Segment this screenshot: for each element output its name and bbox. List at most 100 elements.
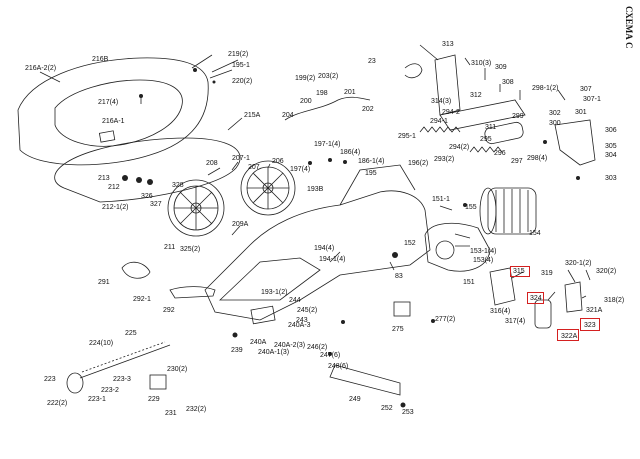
label-240A-2: 240A-2(3) (274, 342, 306, 349)
label-224: 224(10) (89, 340, 114, 347)
cylinder-322A (534, 299, 552, 329)
label-310: 310(3) (471, 60, 492, 67)
label-320: 320(2) (596, 268, 617, 275)
label-252: 252 (381, 405, 393, 412)
label-230: 230(2) (167, 366, 188, 373)
label-229: 229 (148, 396, 160, 403)
cable-204 (284, 96, 371, 121)
label-152: 152 (404, 240, 416, 247)
label-216B: 216B (92, 56, 109, 63)
label-219: 219(2) (228, 51, 249, 58)
label-223: 223 (44, 376, 56, 383)
label-212-1: 212-1(2) (102, 204, 129, 211)
label-294-2: 294-2 (442, 109, 460, 116)
label-239: 239 (231, 347, 243, 354)
label-247: 247(6) (320, 352, 341, 359)
label-246: 246(2) (307, 344, 328, 351)
plate-244 (250, 305, 276, 325)
label-298-1: 298-1(2) (532, 85, 559, 92)
highlight-box-323 (580, 318, 600, 331)
highlight-box-324 (527, 292, 544, 304)
label-245: 245(2) (297, 307, 318, 314)
plate-275 (393, 301, 411, 317)
frame-193B (204, 190, 431, 321)
label-151-1: 151-1 (432, 196, 450, 203)
label-23: 23 (368, 58, 376, 65)
label-327: 327 (150, 201, 162, 208)
schema-title: СХЕМА С (624, 6, 634, 49)
label-294: 294(2) (449, 144, 470, 151)
label-291: 291 (98, 279, 110, 286)
label-318: 318(2) (604, 297, 625, 304)
label-303: 303 (605, 175, 617, 182)
label-186: 186(4) (340, 149, 361, 156)
label-153-1: 153-1(4) (470, 248, 497, 255)
label-216A-1: 216A-1 (102, 118, 125, 125)
label-320-1: 320-1(2) (565, 260, 592, 267)
label-211: 211 (164, 244, 176, 251)
bracket-313 (434, 54, 461, 116)
label-296: 296 (494, 150, 506, 157)
label-155: 155 (465, 204, 477, 211)
gearbox-151 (424, 222, 491, 272)
knob-223 (66, 372, 84, 394)
label-198: 198 (316, 90, 328, 97)
window-216A-1 (98, 130, 116, 143)
label-194-1: 194-1(4) (319, 256, 346, 263)
label-322A: 322A (561, 333, 578, 340)
spring-295-1 (419, 126, 461, 133)
bolt-292 (169, 286, 216, 299)
label-243: 243 (296, 317, 308, 324)
label-319: 319 (541, 270, 553, 277)
label-298: 298(4) (527, 155, 548, 162)
label-244: 244 (289, 297, 301, 304)
label-312: 312 (470, 92, 482, 99)
label-304: 304 (605, 152, 617, 159)
label-301: 301 (575, 109, 587, 116)
label-217: 217(4) (98, 99, 119, 106)
label-206: 206 (272, 158, 284, 165)
label-300: 300 (549, 120, 561, 127)
label-207: 207 (248, 164, 260, 171)
label-326: 326 (141, 193, 153, 200)
label-240A-1: 240A-1(3) (258, 349, 290, 356)
blade-cover-216B (17, 57, 209, 166)
label-207-1: 207-1 (232, 155, 250, 162)
label-249: 249 (349, 396, 361, 403)
label-83: 83 (395, 273, 403, 280)
label-315: 315 (513, 268, 525, 275)
label-200: 200 (300, 98, 312, 105)
label-313: 313 (442, 41, 454, 48)
label-253: 253 (402, 409, 414, 416)
spring-295 (469, 146, 503, 153)
label-323: 323 (584, 322, 596, 329)
assembly-305 (554, 119, 596, 166)
arm-249 (329, 364, 401, 396)
label-324: 324 (530, 295, 542, 302)
label-199: 199(2) (295, 75, 316, 82)
label-151: 151 (463, 279, 475, 286)
label-223-3: 223-3 (113, 376, 131, 383)
wheel-206 (240, 160, 296, 216)
label-325: 325(2) (180, 246, 201, 253)
label-202: 202 (362, 106, 374, 113)
label-294-1: 294-1 (430, 118, 448, 125)
label-307: 307 (580, 86, 592, 93)
motor-154 (479, 187, 537, 235)
label-277: 277(2) (435, 316, 456, 323)
label-215A: 215A (244, 112, 261, 119)
label-231: 231 (165, 410, 177, 417)
label-208: 208 (206, 160, 218, 167)
cylinder-299 (484, 121, 524, 145)
label-295: 295 (480, 136, 492, 143)
bracket-320 (564, 281, 583, 313)
lever-291 (121, 261, 151, 279)
highlight-box-322A (557, 329, 579, 341)
label-197-1: 197-1(4) (314, 141, 341, 148)
label-292: 292 (163, 307, 175, 314)
label-196: 196(2) (408, 160, 429, 167)
label-314: 314(3) (431, 98, 452, 105)
label-204: 204 (282, 112, 294, 119)
label-223-1: 223-1 (88, 396, 106, 403)
